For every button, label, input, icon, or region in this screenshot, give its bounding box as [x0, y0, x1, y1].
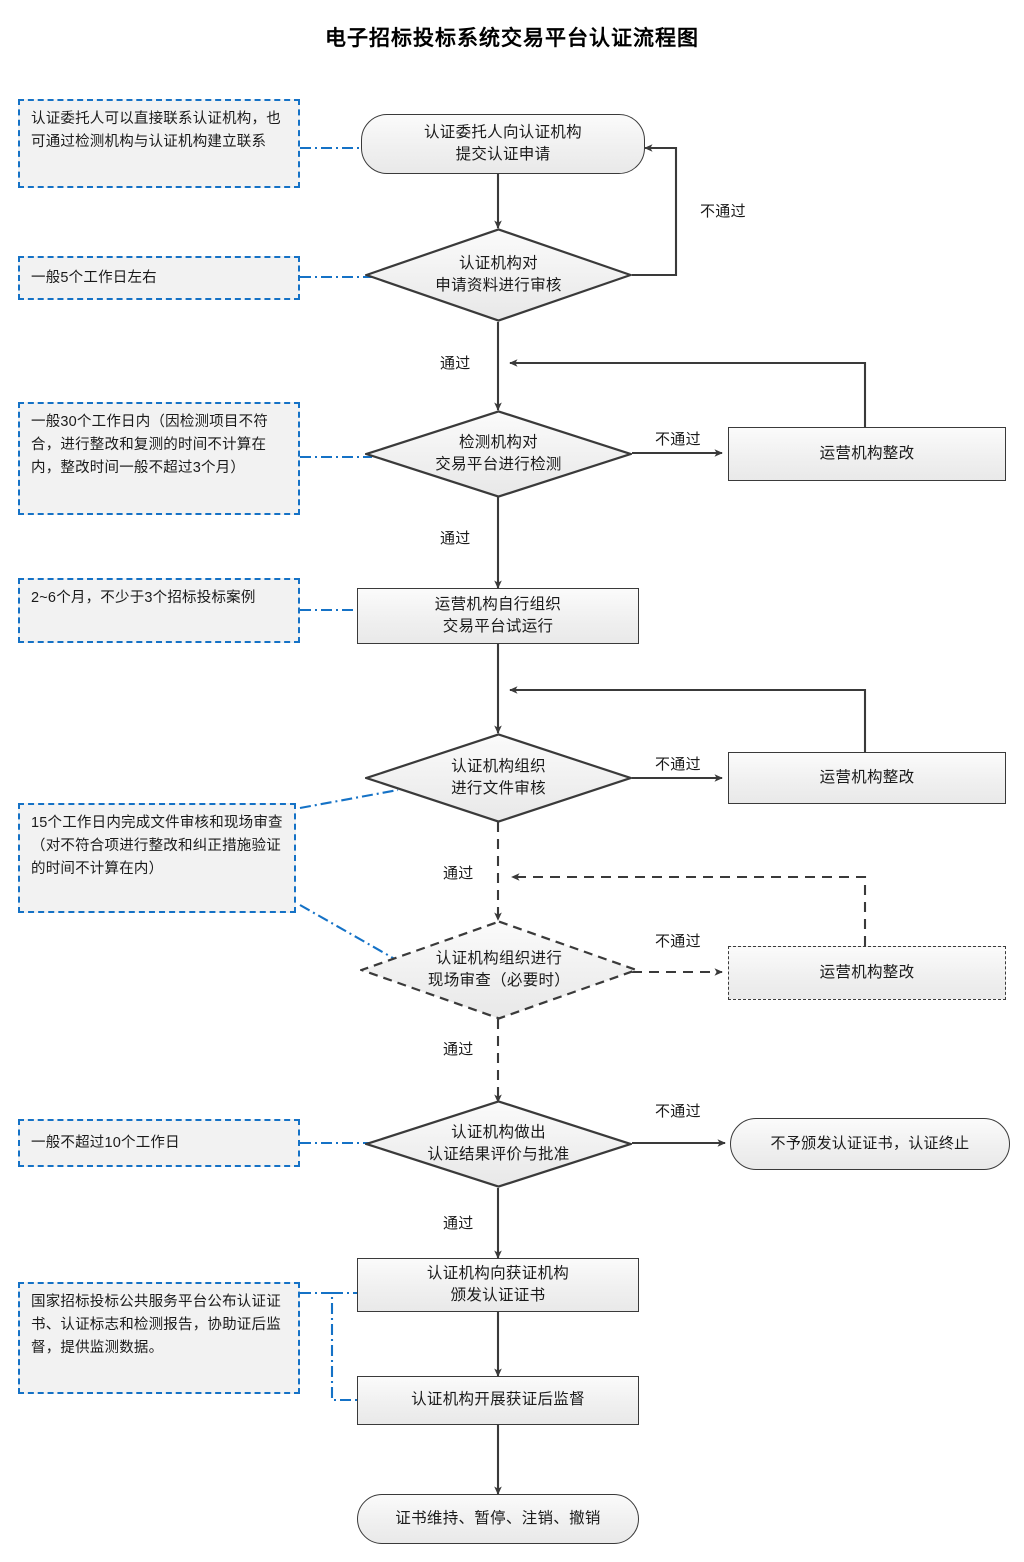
node-trial-run-label: 运营机构自行组织 交易平台试运行: [429, 594, 567, 639]
note-trial: 2~6个月，不少于3个招标投标案例: [18, 578, 300, 643]
node-reject-certificate-label: 不予颁发认证证书，认证终止: [770, 1135, 970, 1153]
node-submit-application-label: 认证委托人向认证机构 提交认证申请: [418, 122, 588, 167]
edge-label-pass-5: 通过: [443, 1215, 474, 1232]
node-document-review-label: 认证机构组织 进行文件审核: [445, 756, 552, 801]
diamond-shape-dashed: [360, 920, 638, 1020]
diamond-shape: [365, 1100, 632, 1188]
note-30days: 一般30个工作日内（因检测项目不符合，进行整改和复测的时间不计算在内，整改时间一…: [18, 402, 300, 515]
node-label-line1: 认证机构对: [458, 254, 538, 272]
node-label-line2: 申请资料进行审核: [435, 277, 562, 294]
diamond-shape: [365, 410, 632, 498]
node-onsite-review[interactable]: 认证机构组织进行 现场审查（必要时）: [360, 920, 638, 1020]
node-operator-rectification-1-label: 运营机构整改: [819, 444, 915, 462]
node-label-line2: 认证结果评价与批准: [427, 1146, 570, 1163]
note-10days: 一般不超过10个工作日: [18, 1119, 300, 1167]
node-operator-rectification-1[interactable]: 运营机构整改: [728, 427, 1006, 481]
node-reject-certificate[interactable]: 不予颁发认证证书，认证终止: [730, 1118, 1010, 1170]
edge-label-pass-2: 通过: [440, 530, 471, 547]
node-review-application-label: 认证机构对 申请资料进行审核: [429, 253, 567, 298]
note-15days: 15个工作日内完成文件审核和现场审查（对不符合项进行整改和纠正措施验证的时间不计…: [18, 803, 296, 913]
edge-label-pass-4: 通过: [443, 1041, 474, 1058]
node-operator-rectification-3-label: 运营机构整改: [819, 963, 915, 981]
node-label-line1: 认证机构做出: [451, 1123, 546, 1141]
node-platform-testing[interactable]: 检测机构对 交易平台进行检测: [365, 410, 632, 498]
node-certificate-status-label: 证书维持、暂停、注销、撤销: [395, 1509, 601, 1527]
node-certificate-status[interactable]: 证书维持、暂停、注销、撤销: [357, 1494, 639, 1544]
node-issue-certificate-label: 认证机构向获证机构 颁发认证证书: [421, 1263, 575, 1308]
diamond-shape: [365, 733, 632, 823]
node-label-line1: 认证机构向获证机构: [426, 1264, 570, 1282]
node-post-certification-supervision[interactable]: 认证机构开展获证后监督: [357, 1376, 639, 1425]
edge-label-fail-4: 不通过: [655, 933, 701, 950]
edge-label-fail-3: 不通过: [655, 756, 701, 773]
edge-label-pass-1: 通过: [440, 355, 471, 372]
edge-label-fail-5: 不通过: [655, 1103, 701, 1120]
diamond-shape: [365, 228, 632, 322]
node-post-certification-supervision-label: 认证机构开展获证后监督: [411, 1391, 585, 1409]
note-publish: 国家招标投标公共服务平台公布认证证书、认证标志和检测报告，协助证后监督，提供监测…: [18, 1282, 300, 1394]
node-label-line1: 认证委托人向认证机构: [423, 123, 582, 141]
page-title: 电子招标投标系统交易平台认证流程图: [325, 27, 699, 50]
node-label-line1: 检测机构对: [458, 433, 538, 451]
edge-label-fail-1: 不通过: [700, 203, 746, 220]
node-label-line1: 认证机构组织进行: [435, 949, 563, 967]
node-platform-testing-label: 检测机构对 交易平台进行检测: [429, 432, 567, 477]
node-document-review[interactable]: 认证机构组织 进行文件审核: [365, 733, 632, 823]
node-label-line2: 交易平台进行检测: [435, 456, 562, 473]
node-label-line2: 交易平台试运行: [442, 618, 554, 635]
note-contact: 认证委托人可以直接联系认证机构，也可通过检测机构与认证机构建立联系: [18, 99, 300, 188]
node-review-application[interactable]: 认证机构对 申请资料进行审核: [365, 228, 632, 322]
node-onsite-review-label: 认证机构组织进行 现场审查（必要时）: [422, 948, 576, 993]
node-label-line1: 认证机构组织: [451, 757, 546, 775]
node-operator-rectification-2-label: 运营机构整改: [819, 768, 915, 786]
edge-label-pass-3: 通过: [443, 865, 474, 882]
node-submit-application[interactable]: 认证委托人向认证机构 提交认证申请: [361, 114, 645, 174]
node-operator-rectification-3[interactable]: 运营机构整改: [728, 946, 1006, 1000]
node-label-line2: 现场审查（必要时）: [427, 972, 571, 989]
note-5days: 一般5个工作日左右: [18, 256, 300, 300]
node-label-line1: 运营机构自行组织: [434, 595, 562, 613]
node-operator-rectification-2[interactable]: 运营机构整改: [728, 752, 1006, 804]
node-certification-decision[interactable]: 认证机构做出 认证结果评价与批准: [365, 1100, 632, 1188]
node-label-line2: 颁发认证证书: [450, 1287, 546, 1304]
node-issue-certificate[interactable]: 认证机构向获证机构 颁发认证证书: [357, 1258, 639, 1312]
edge-label-fail-2: 不通过: [655, 431, 701, 448]
node-certification-decision-label: 认证机构做出 认证结果评价与批准: [421, 1122, 575, 1167]
node-trial-run[interactable]: 运营机构自行组织 交易平台试运行: [357, 588, 639, 644]
node-label-line2: 提交认证申请: [455, 146, 551, 163]
node-label-line2: 进行文件审核: [451, 780, 546, 797]
